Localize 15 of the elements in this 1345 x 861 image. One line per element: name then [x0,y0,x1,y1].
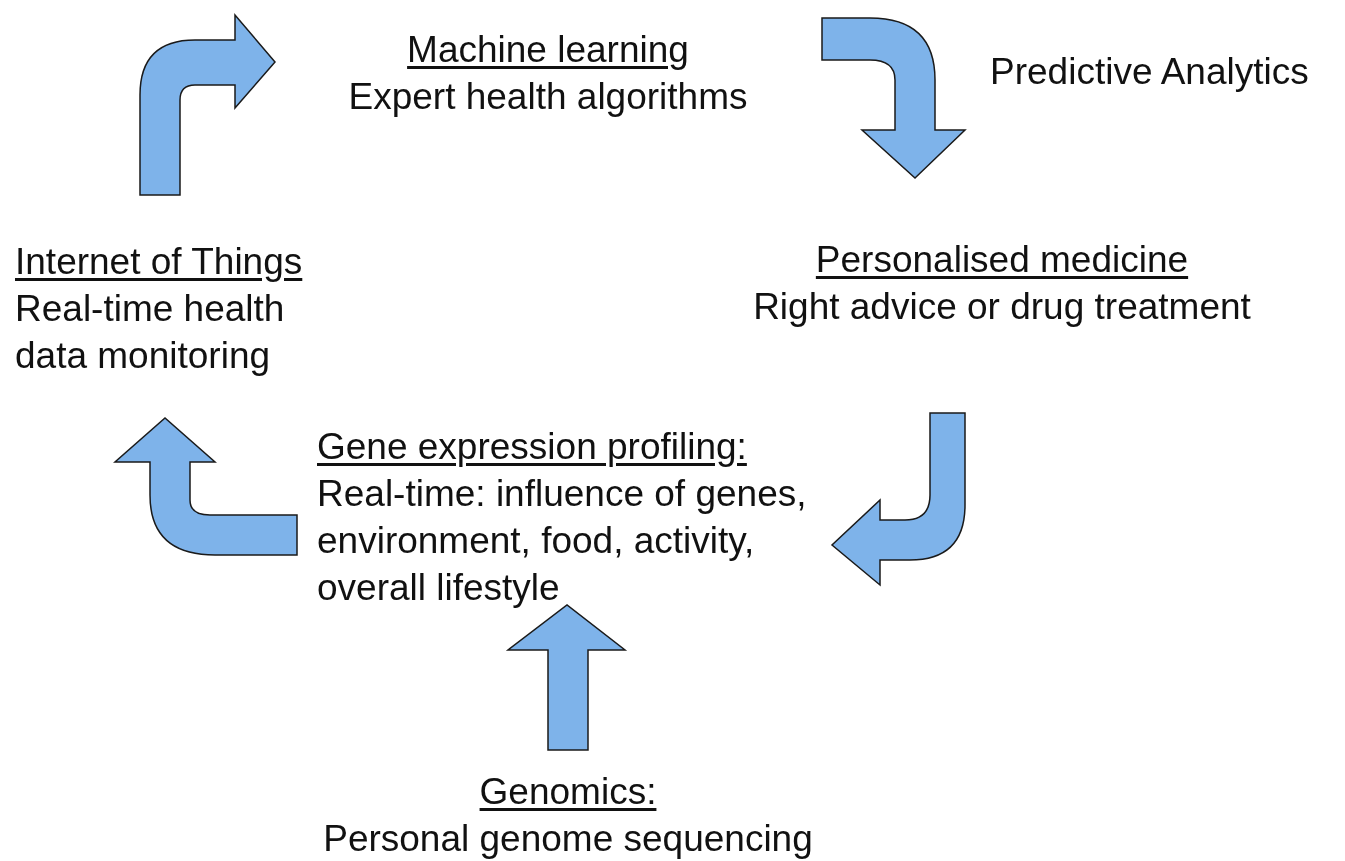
block-arrow [831,412,966,586]
node-heading: Gene expression profiling: [317,425,748,469]
node-description: Right advice or drug treatment [752,285,1252,329]
node-description: Real-time: influence of genes, environment, food, activity, overall lifestyle [317,472,808,610]
node-heading: Machine learning [406,28,690,72]
node-heading: Genomics: [478,770,658,814]
node-heading: Internet of Things [15,240,304,284]
node-heading: Personalised medicine [814,238,1190,282]
node-description: Real-time health data monitoring [15,287,286,378]
block-arrow [139,14,276,196]
block-arrow [505,604,628,751]
node-description: Expert health algorithms [347,75,749,119]
node-description: Personal genome sequencing [322,817,814,861]
block-arrow [821,17,966,179]
block-arrow [114,417,298,556]
